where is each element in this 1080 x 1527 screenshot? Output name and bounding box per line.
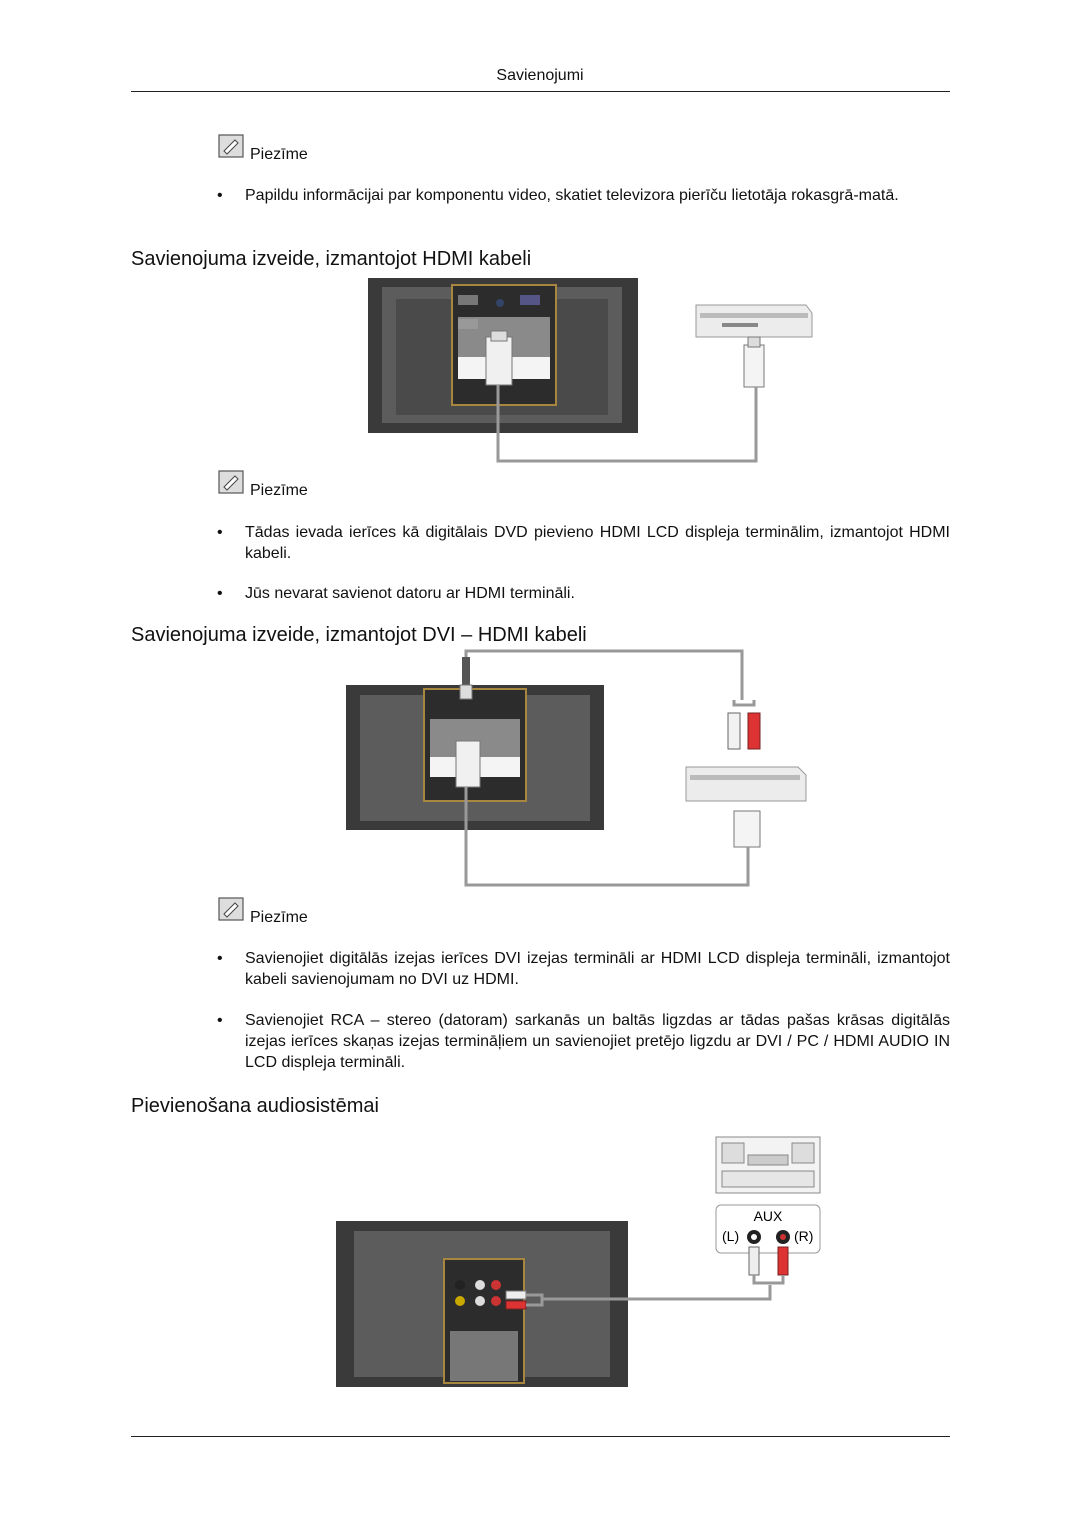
aux-left-label: (L)	[722, 1228, 739, 1244]
list-item: • Jūs nevarat savienot datoru ar HDMI te…	[217, 585, 575, 602]
hdmi-plug-display	[485, 330, 513, 386]
dvd-player	[695, 304, 813, 338]
dvi-plug-dvd	[733, 810, 761, 848]
section-heading-audio: Pievienošana audiosistēmai	[131, 1095, 379, 1117]
list-item: • Savienojiet RCA – stereo (datoram) sar…	[217, 1012, 950, 1071]
footer-rule	[131, 1436, 950, 1437]
section-heading-dvi-hdmi: Savienojuma izveide, izmantojot DVI – HD…	[131, 624, 587, 646]
note-icon	[218, 897, 244, 921]
aux-label: AUX	[754, 1208, 783, 1224]
aux-input-panel: AUX (L) (R)	[715, 1204, 821, 1254]
rca-plugs	[727, 712, 761, 750]
audio-cable	[542, 1285, 772, 1301]
header-rule	[131, 91, 950, 92]
stereo-system	[715, 1136, 821, 1194]
dvd-player	[685, 766, 807, 802]
page-header-title: Savienojumi	[496, 67, 584, 84]
audio-plug-display	[459, 657, 473, 700]
hdmi-plug-dvd	[743, 336, 765, 388]
dvi-hdmi-connection-diagram	[346, 649, 807, 887]
hdmi-plug-display	[455, 740, 481, 788]
list-item: • Papildu informācijai par komponentu vi…	[217, 187, 899, 204]
hdmi-connection-diagram	[368, 278, 813, 463]
audio-cable	[464, 649, 744, 700]
hdmi-cable	[496, 385, 758, 463]
note-label: Piezīme	[250, 909, 308, 926]
list-item: • Tādas ievada ierīces kā digitālais DVD…	[217, 524, 950, 562]
lcd-display-rear	[336, 1221, 628, 1387]
aux-right-label: (R)	[794, 1228, 813, 1244]
note-label: Piezīme	[250, 146, 308, 163]
note-label: Piezīme	[250, 482, 308, 499]
note-icon	[218, 470, 244, 494]
dvi-hdmi-cable	[464, 787, 750, 887]
list-item: • Savienojiet digitālās izejas ierīces D…	[217, 950, 950, 988]
section-heading-hdmi: Savienojuma izveide, izmantojot HDMI kab…	[131, 248, 532, 270]
audio-system-diagram: AUX (L) (R)	[336, 1136, 821, 1387]
note-icon	[218, 134, 244, 158]
